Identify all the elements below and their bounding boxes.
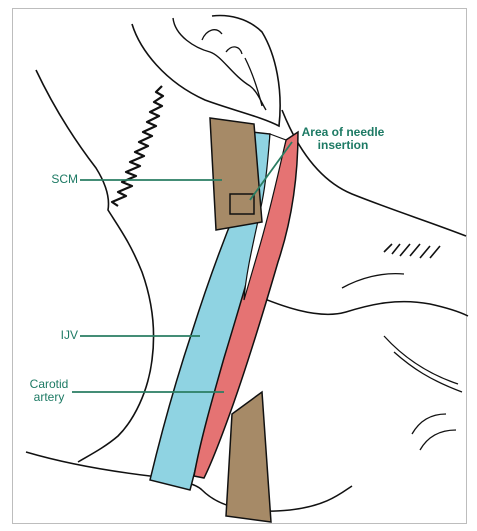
scm-label: SCM <box>42 173 78 186</box>
beard-scribble <box>112 86 163 206</box>
clavicle-outline <box>248 292 468 316</box>
carotid-label-line2: artery <box>26 391 72 404</box>
needle-label-line2: insertion <box>284 139 402 152</box>
ear-helix-detail <box>202 30 242 54</box>
chest-contour <box>384 336 462 392</box>
trapezius-hatching <box>384 244 440 258</box>
ear-lobe <box>245 58 262 106</box>
clavicle-head-shape <box>226 392 271 522</box>
needle-insertion-label: Area of needle insertion <box>284 126 402 152</box>
collar-ridge <box>342 274 404 288</box>
shoulder-contour-lower <box>412 414 456 450</box>
carotid-artery-label: Carotid artery <box>26 378 72 404</box>
ijv-label: IJV <box>50 329 78 342</box>
